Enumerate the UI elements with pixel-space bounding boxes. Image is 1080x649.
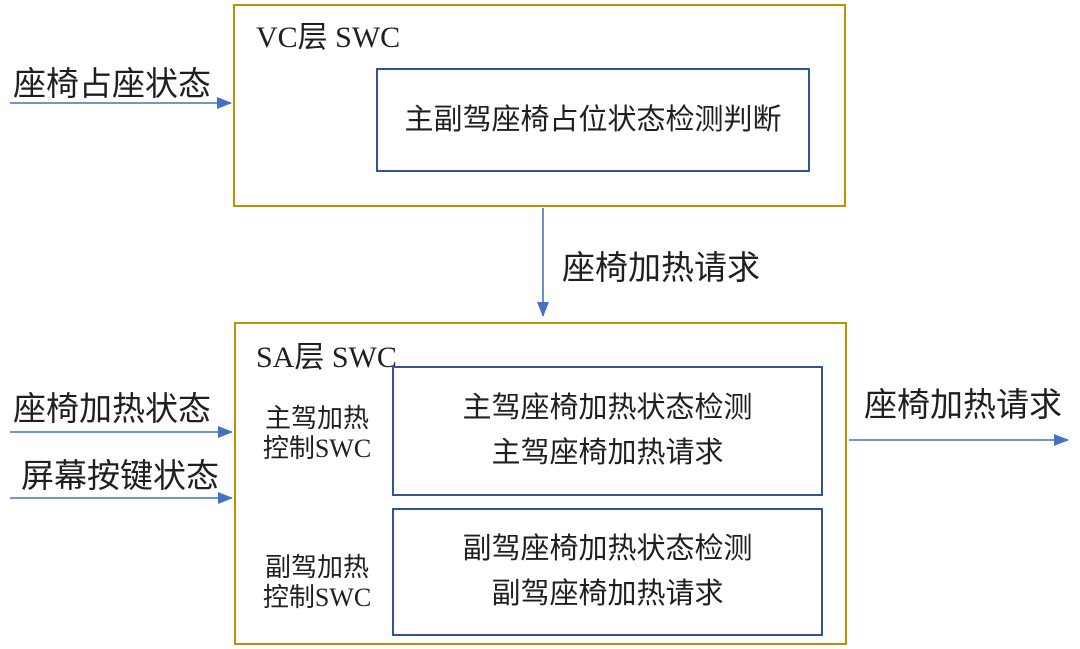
passenger-heating-swc-line2: 控制SWC [262,583,372,612]
passenger-heating-swc-label: 副驾加热 控制SWC [246,549,388,617]
driver-heating-request-label: 主驾座椅加热请求 [491,437,724,469]
passenger-heating-request-label: 副驾座椅加热请求 [491,578,724,610]
driver-heating-swc-line1: 主驾加热 [264,404,369,434]
occupancy-detect-label: 主副驾座椅占位状态检测判断 [404,103,782,136]
driver-heating-box: 主驾座椅加热状态检测 主驾座椅加热请求 [392,366,823,496]
seat-heating-request-out-label: 座椅加热请求 [864,388,1062,424]
seat-occupancy-status-label: 座椅占座状态 [13,67,211,103]
sa-layer-title: SA层 SWC [256,341,397,374]
seat-heating-request-mid-label: 座椅加热请求 [562,251,760,287]
vc-layer-title: VC层 SWC [256,21,401,54]
driver-heating-detect-label: 主驾座椅加热状态检测 [462,392,753,425]
occupancy-detect-box: 主副驾座椅占位状态检测判断 [376,68,810,172]
driver-heating-swc-line2: 控制SWC [262,434,372,463]
passenger-heating-detect-label: 副驾座椅加热状态检测 [462,533,753,566]
seat-heating-status-label: 座椅加热状态 [13,392,211,428]
passenger-heating-box: 副驾座椅加热状态检测 副驾座椅加热请求 [392,508,823,636]
passenger-heating-swc-line1: 副驾加热 [264,553,369,583]
driver-heating-swc-label: 主驾加热 控制SWC [246,400,388,468]
screen-button-status-label: 屏幕按键状态 [21,459,219,495]
